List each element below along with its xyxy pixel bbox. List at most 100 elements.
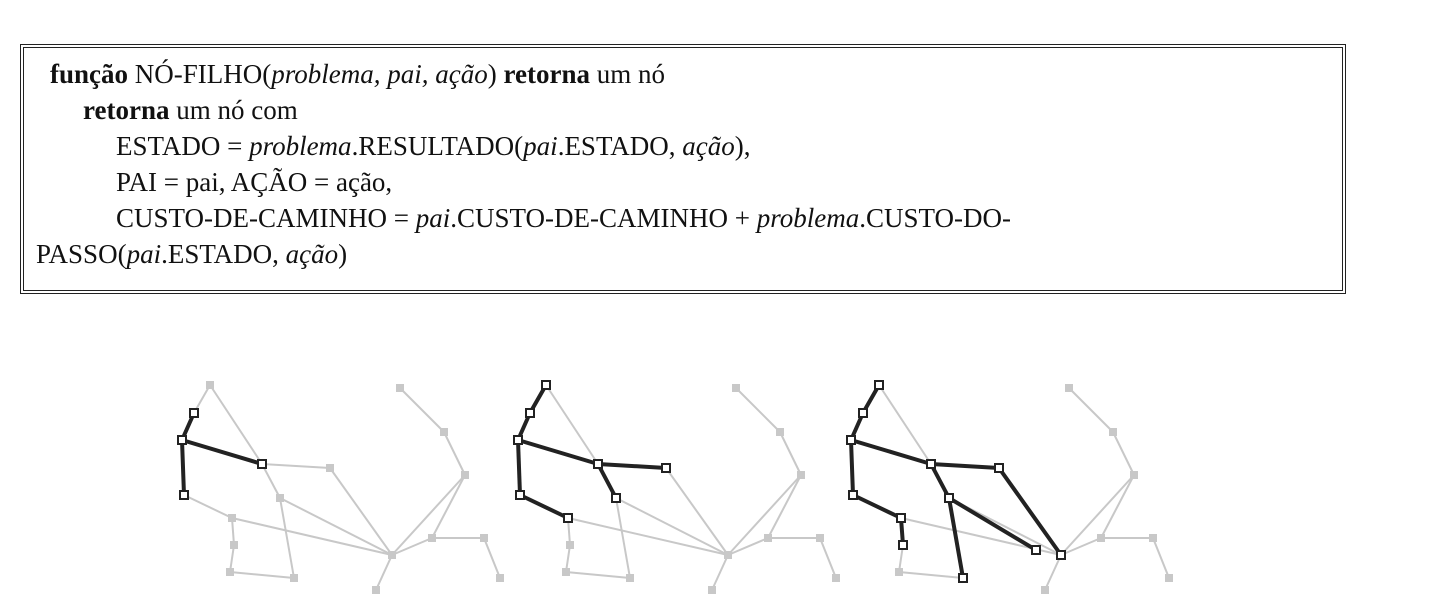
graph-edge xyxy=(261,463,281,499)
explored-edge xyxy=(596,462,668,470)
l6-e: ) xyxy=(338,239,348,269)
l3-f: ação xyxy=(682,131,735,161)
l5-c: .CUSTO-DE-CAMINHO + xyxy=(450,203,757,233)
graph-edge xyxy=(209,384,263,465)
graph-node xyxy=(1041,586,1049,594)
graph-edge xyxy=(898,571,964,579)
graph-edge xyxy=(443,431,466,476)
pseudocode-line-2: retorna um nó com xyxy=(50,92,1342,128)
graph-edge xyxy=(665,467,729,556)
explored-edge xyxy=(849,438,933,466)
graph-edge xyxy=(229,544,235,573)
function-name: NÓ-FILHO( xyxy=(128,59,272,89)
l6-b: pai xyxy=(126,239,162,269)
graph-edge xyxy=(391,537,433,556)
graph-node xyxy=(776,428,784,436)
graph-edge xyxy=(1060,474,1135,556)
graph-edge xyxy=(261,463,331,469)
graph-edge xyxy=(279,497,295,579)
graph-node xyxy=(708,586,716,594)
graph-edge xyxy=(1068,387,1114,433)
graph-node xyxy=(326,464,334,472)
graph-node xyxy=(206,381,214,389)
pseudocode-line-5: CUSTO-DE-CAMINHO = pai.CUSTO-DE-CAMINHO … xyxy=(50,200,1342,236)
graph-node xyxy=(1130,471,1138,479)
explored-edge xyxy=(849,438,855,497)
graph-edge xyxy=(545,384,599,465)
l6-a: PASSO( xyxy=(36,239,127,269)
explored-node xyxy=(179,490,189,500)
graph-node xyxy=(764,534,772,542)
graph-node xyxy=(226,568,234,576)
return-type: um nó xyxy=(589,59,665,89)
pseudocode-line-3: ESTADO = problema.RESULTADO(pai.ESTADO, … xyxy=(50,128,1342,164)
explored-node xyxy=(944,493,954,503)
l3-g: ), xyxy=(734,131,751,161)
search-graph-panel-3 xyxy=(846,380,1173,594)
graph-edge xyxy=(231,517,393,556)
l4-text: PAI = pai, AÇÃO = ação, xyxy=(116,167,393,197)
explored-node xyxy=(611,493,621,503)
explored-node xyxy=(926,459,936,469)
l3-d: pai xyxy=(523,131,558,161)
explored-node xyxy=(257,459,267,469)
graph-node xyxy=(1065,384,1073,392)
l3-e: .ESTADO, xyxy=(557,131,683,161)
explored-node xyxy=(874,380,884,390)
pseudocode-line-6: PASSO(pai.ESTADO, ação) xyxy=(36,236,1342,272)
explored-edge xyxy=(516,438,600,466)
graph-edge xyxy=(565,544,571,573)
search-graph-svg xyxy=(177,380,1173,594)
graph-node xyxy=(496,574,504,582)
explored-edge xyxy=(180,438,264,466)
l3-c: .RESULTADO( xyxy=(351,131,524,161)
l6-c: .ESTADO, xyxy=(161,239,286,269)
l6-d: ação xyxy=(285,239,339,269)
graph-node xyxy=(440,428,448,436)
graph-edge xyxy=(1112,431,1135,476)
graph-edge xyxy=(431,474,466,539)
explored-node xyxy=(563,513,573,523)
graph-edge xyxy=(329,467,393,556)
explored-node xyxy=(846,435,856,445)
explored-node xyxy=(848,490,858,500)
explored-node xyxy=(896,513,906,523)
graph-edge xyxy=(229,571,295,579)
explored-edge xyxy=(516,438,522,497)
explored-node xyxy=(1031,545,1041,555)
graph-edge xyxy=(567,517,729,556)
graph-edge xyxy=(399,387,445,433)
graph-edge xyxy=(1152,537,1170,579)
explored-node xyxy=(958,573,968,583)
graph-edge xyxy=(483,537,501,579)
graph-edge xyxy=(819,537,837,579)
graph-node xyxy=(724,551,732,559)
explored-edge xyxy=(596,462,618,500)
explored-node xyxy=(513,435,523,445)
l3-b: problema xyxy=(249,131,352,161)
explored-node xyxy=(189,408,199,418)
l5-e: .CUSTO-DO- xyxy=(859,203,1011,233)
l5-b: pai xyxy=(415,203,451,233)
graph-edge xyxy=(779,431,802,476)
explored-node xyxy=(515,490,525,500)
graph-edge xyxy=(391,474,466,556)
graph-node xyxy=(428,534,436,542)
graph-node xyxy=(228,514,236,522)
graph-node xyxy=(290,574,298,582)
explored-node xyxy=(593,459,603,469)
graph-node xyxy=(480,534,488,542)
search-graph-panel-1 xyxy=(177,381,504,594)
explored-edge xyxy=(180,438,186,497)
graph-edge xyxy=(279,497,393,556)
explored-node xyxy=(994,463,1004,473)
graph-node xyxy=(1097,534,1105,542)
graph-edge xyxy=(727,537,769,556)
algorithm-box: função NÓ-FILHO(problema, pai, ação) ret… xyxy=(20,44,1346,294)
graph-node xyxy=(832,574,840,582)
graph-edge xyxy=(735,387,781,433)
graph-edge xyxy=(615,497,631,579)
explored-edge xyxy=(851,493,903,520)
graph-edge xyxy=(711,554,729,591)
graph-edge xyxy=(1044,554,1062,591)
